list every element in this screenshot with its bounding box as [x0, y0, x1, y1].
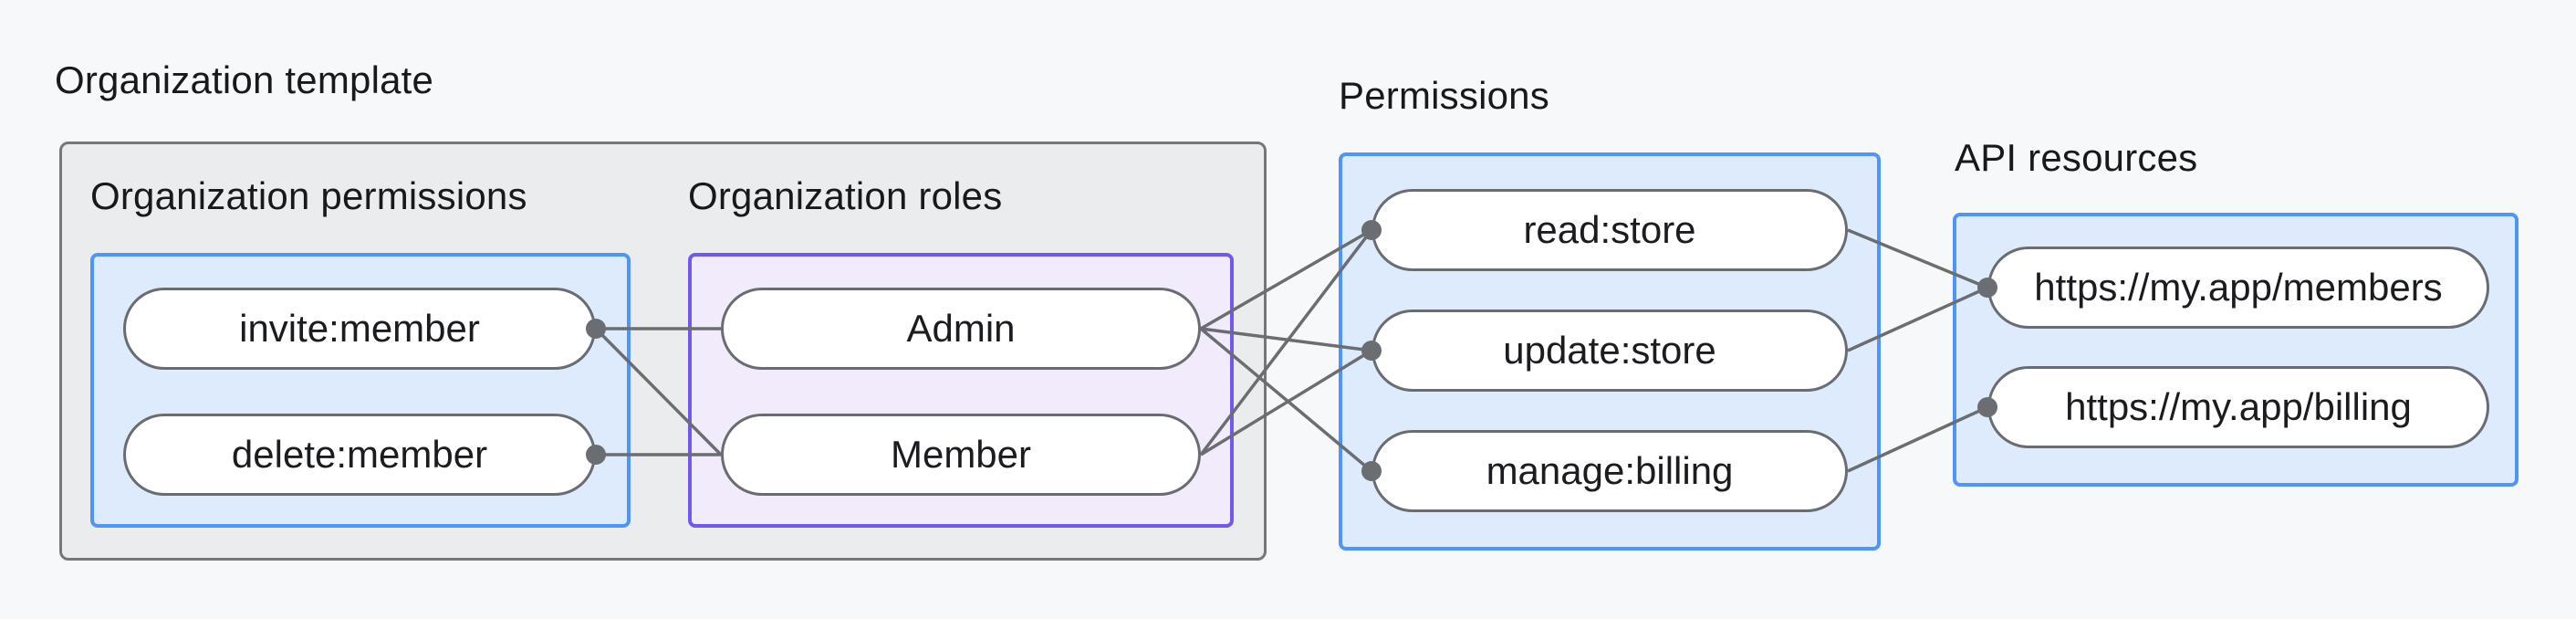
node-admin: Admin: [721, 288, 1201, 370]
api-resources-title: API resources: [1955, 136, 2198, 179]
org-permissions-title: Organization permissions: [90, 174, 527, 217]
org-roles-title: Organization roles: [688, 174, 1003, 217]
org-template-title: Organization template: [55, 58, 434, 101]
node-update-store: update:store: [1371, 310, 1848, 392]
node-api-members: https://my.app/members: [1987, 247, 2489, 329]
node-delete-member: delete:member: [123, 414, 596, 496]
node-member: Member: [721, 414, 1201, 496]
node-api-billing: https://my.app/billing: [1987, 366, 2489, 448]
permissions-title: Permissions: [1339, 74, 1549, 117]
node-invite-member: invite:member: [123, 288, 596, 370]
node-manage-billing: manage:billing: [1371, 430, 1848, 512]
node-read-store: read:store: [1371, 189, 1848, 271]
